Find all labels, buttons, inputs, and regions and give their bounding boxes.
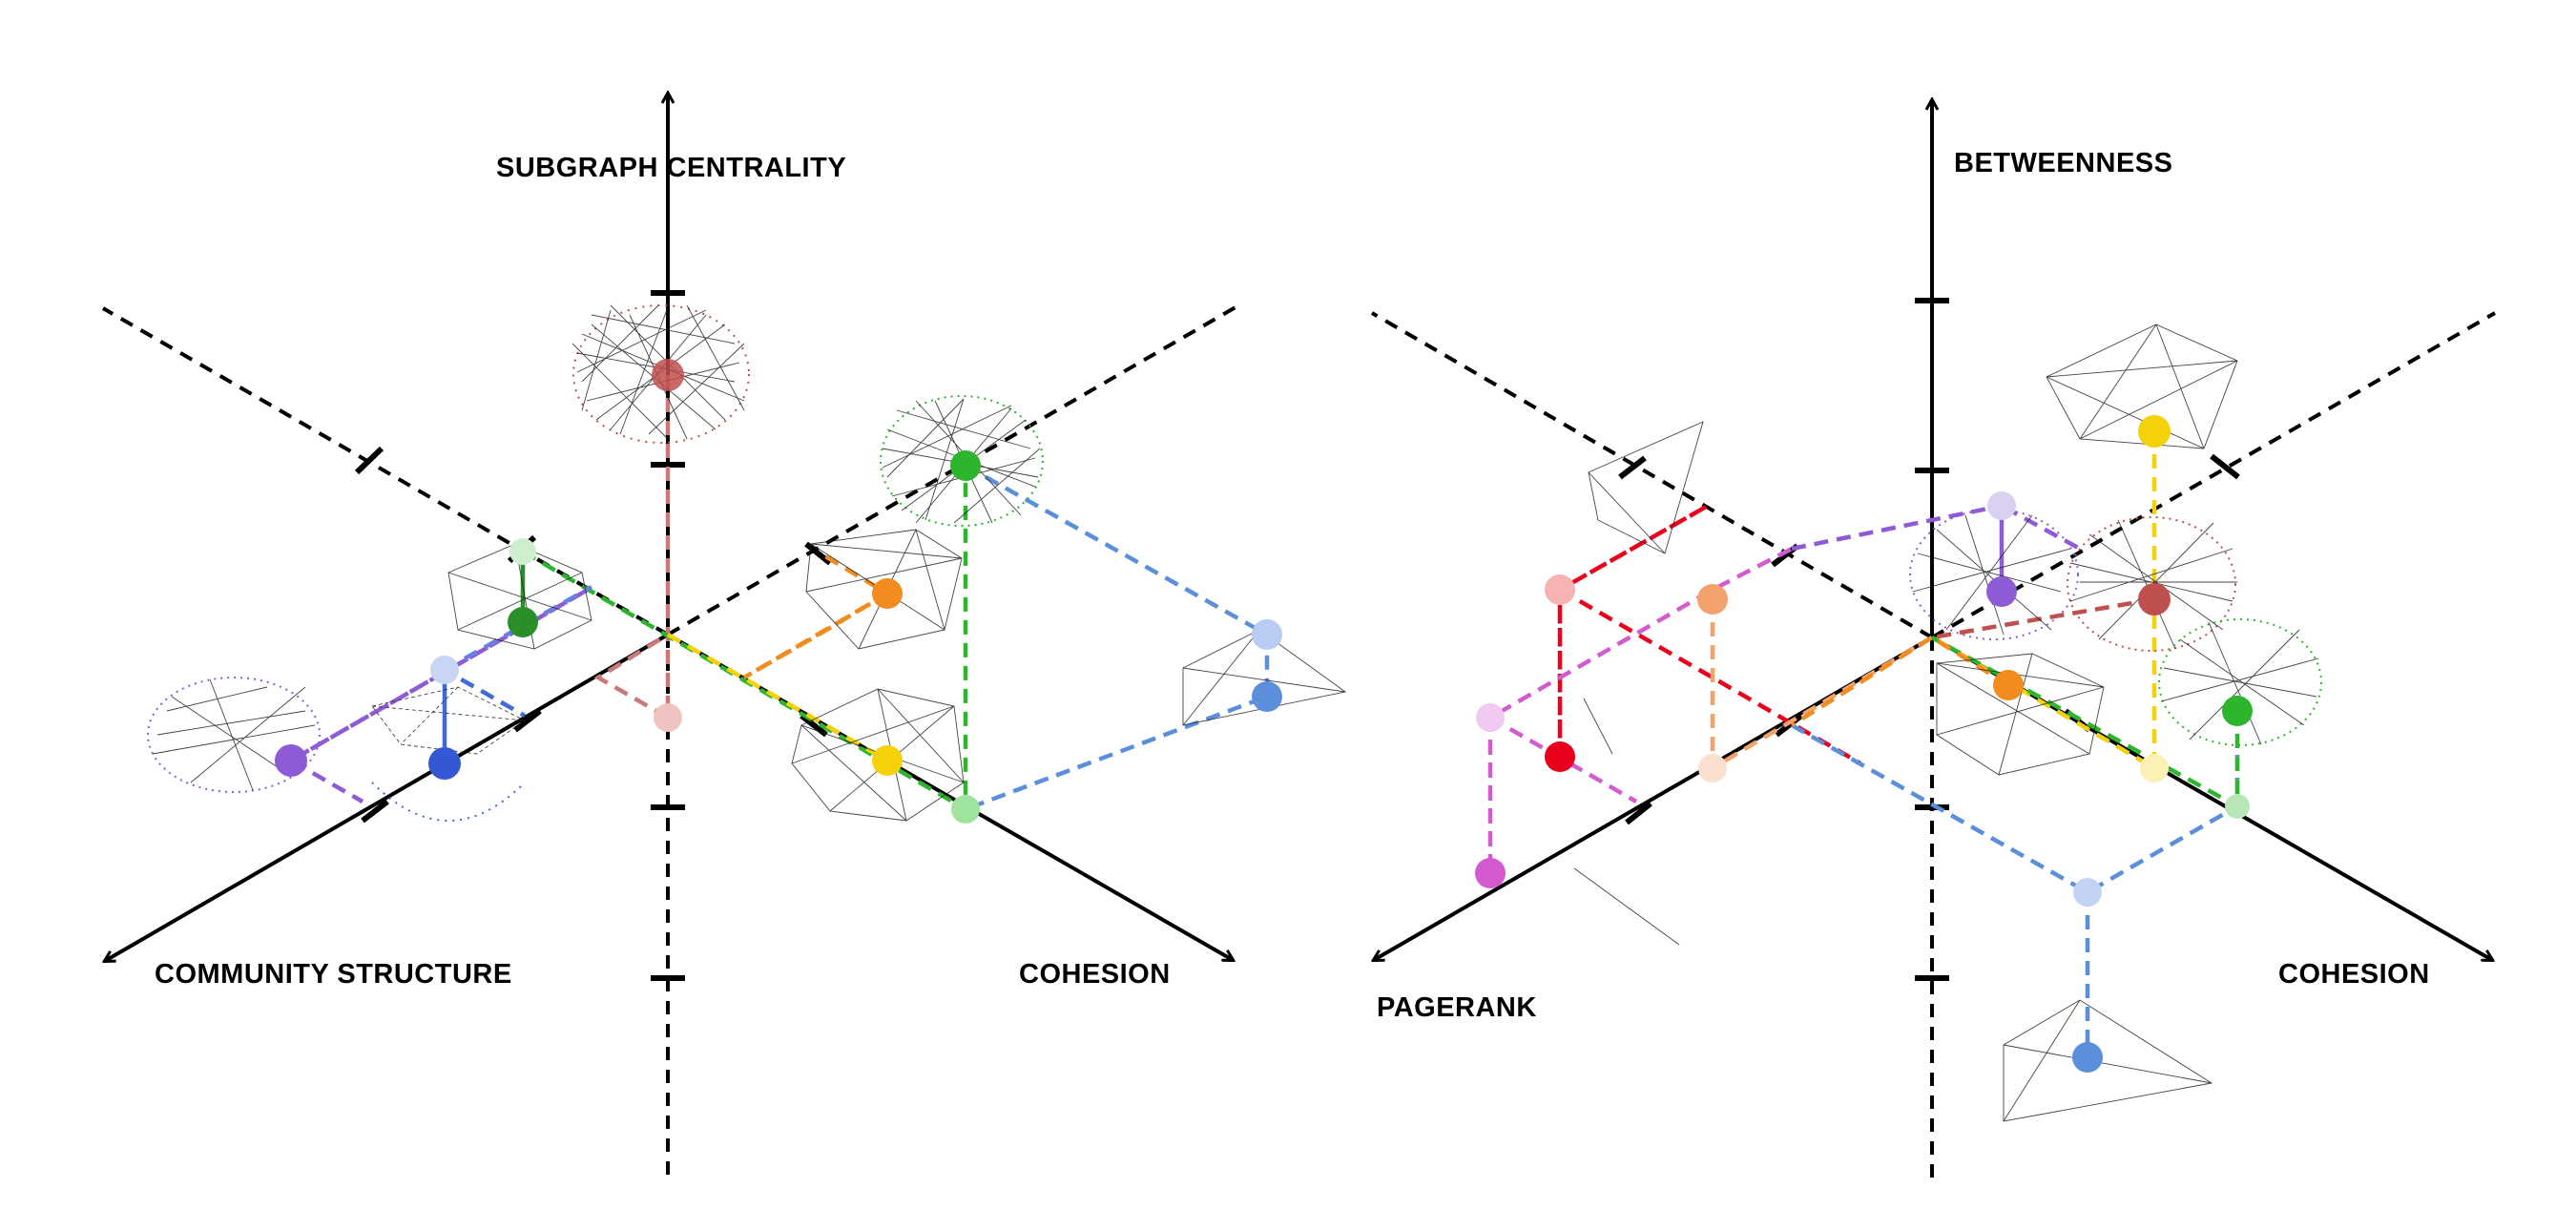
left-connectors (286, 375, 1270, 813)
magenta-connector (1487, 547, 1794, 873)
yellow-node (872, 745, 903, 776)
pale-yellow-node (2140, 754, 2169, 782)
left-community-label: COMMUNITY STRUCTURE (155, 959, 512, 990)
purple-network (147, 677, 321, 793)
pink-node (1545, 574, 1575, 605)
pale-blue-node (430, 656, 459, 684)
green-right-network (2158, 618, 2322, 746)
right-pagerank-axis-back (1931, 311, 2496, 639)
purple-node (275, 744, 307, 777)
green-connector (1930, 636, 2240, 810)
tick (1618, 455, 1647, 480)
right-vertical-label: BETWEENNESS (1954, 148, 2172, 178)
pale-magenta-node (1476, 703, 1505, 732)
green-node (950, 450, 981, 481)
tick (2210, 453, 2240, 480)
light-green-node (2225, 794, 2250, 819)
tick (804, 541, 832, 566)
royal-blue-node (428, 747, 461, 780)
right-panel: BETWEENNESS PAGERANK COHESION (1370, 100, 2496, 1179)
pink-node (654, 703, 682, 732)
orange-node (872, 578, 903, 609)
brick-network (2067, 516, 2237, 652)
light-blue-node (1252, 619, 1282, 650)
green-node (2222, 696, 2253, 726)
right-pagerank-label: PAGERANK (1377, 992, 1537, 1023)
tick (1625, 801, 1652, 825)
blue-node (1252, 681, 1282, 712)
left-nodes (275, 359, 1282, 824)
left-networks (147, 304, 1347, 822)
yellow-node (2138, 415, 2171, 448)
purple-node (1986, 576, 2017, 607)
blue-bottom-network (2003, 999, 2213, 1122)
right-cohesion-axis-back (1370, 311, 1934, 639)
red-connector (593, 375, 671, 721)
magenta-connector-2 (1488, 716, 1638, 803)
orange-right-network (1936, 653, 2105, 776)
light-blue-connector (1790, 723, 2240, 895)
bright-red-node (1545, 741, 1575, 772)
light-green-node (951, 795, 980, 824)
brick-node (2138, 583, 2171, 615)
left-vertical-label: SUBGRAPH CENTRALITY (496, 153, 846, 183)
yellow-connector (1930, 431, 2157, 772)
red-connector-2 (1558, 588, 1862, 765)
left-community-axis (105, 633, 670, 961)
tick (354, 446, 384, 475)
magenta-lines (1573, 698, 1680, 946)
right-pagerank-axis (1374, 636, 1934, 960)
orange-node (1993, 670, 2024, 700)
blue-connector-2 (442, 666, 527, 763)
sparse-network (1588, 421, 1704, 554)
peach-node (1698, 754, 1727, 782)
right-blue-network (1182, 629, 1347, 726)
light-green-network (447, 543, 592, 650)
right-nodes (1475, 415, 2253, 1073)
red-connector (1557, 504, 1710, 757)
salmon-node (1697, 584, 1728, 615)
tick (361, 799, 389, 824)
lavender-network (1909, 509, 2079, 640)
red-node (652, 359, 684, 391)
light-blue-node (2073, 878, 2102, 907)
magenta-node (1475, 858, 1506, 888)
blue-connector (964, 464, 1270, 812)
tick (1775, 713, 1803, 738)
yellow-top-network (2046, 323, 2238, 449)
left-cohesion-axis-back (101, 306, 670, 636)
left-panel: SUBGRAPH CENTRALITY COMMUNITY STRUCTURE … (101, 94, 1347, 1179)
dark-green-node (508, 607, 538, 637)
orange-connector (1790, 635, 2010, 727)
blue-network (371, 686, 526, 822)
yellow-connector (666, 633, 889, 762)
lavender-connector (1791, 502, 2082, 592)
tick (513, 708, 542, 733)
left-cohesion-label: COHESION (1019, 959, 1171, 990)
right-networks (1573, 323, 2322, 1122)
right-connectors (1487, 431, 2240, 1057)
pale-green-node (509, 538, 536, 565)
tick (800, 713, 828, 738)
right-cohesion-label: COHESION (2278, 959, 2430, 990)
brick-connector (1931, 596, 2155, 640)
lavender-node (1987, 491, 2016, 520)
blue-node (2072, 1042, 2103, 1073)
orange-connector (742, 552, 892, 679)
blue-connector-3 (443, 585, 593, 672)
